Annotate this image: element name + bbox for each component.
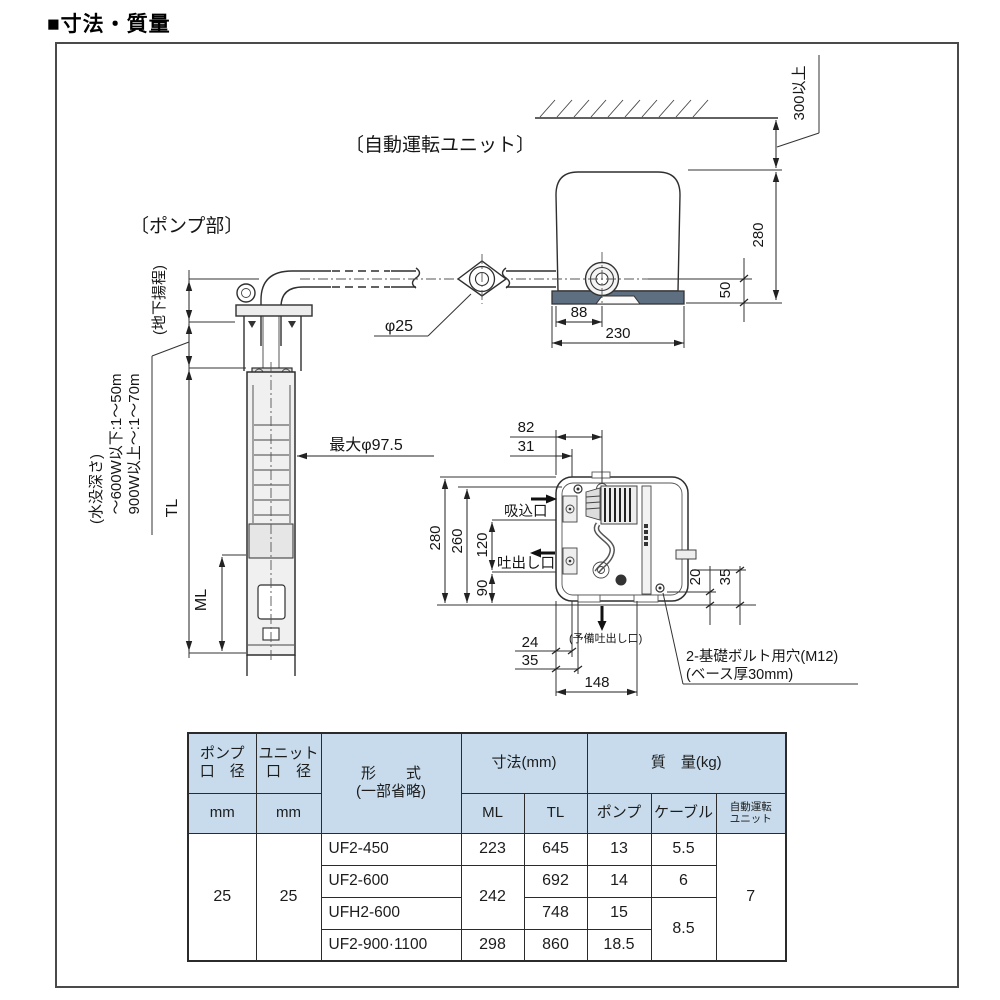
underground-head-label: (地下揚程) [151,265,168,335]
cell-tl: 748 [523,896,588,930]
header-pump-bore: ポンプ 口 径 [187,732,257,794]
dim-230: 230 [605,325,630,342]
cell-pump-bore: 25 [187,832,257,962]
submersion-range-low: ～600W以下:1～50m [108,374,125,515]
header-ml: ML [460,792,525,834]
dim-35-bottom: 35 [522,652,539,669]
header-unit-bore-unit: mm [255,792,322,834]
header-unit-bore-line1: ユニット [258,744,319,762]
header-unit-bore-line2: 口 径 [265,763,311,781]
header-mass-group: 質 量(kg) [586,732,787,794]
auto-unit-top-view: 82 31 280 260 120 90 吸込口 吐出し口 [427,419,858,696]
header-auto-unit-mass: 自動運転 ユニット [715,792,787,834]
discharge-port-label: 吐出し口 [497,555,555,572]
header-auto-unit-line1: 自動運転 [729,800,772,813]
dim-31: 31 [518,438,535,455]
cell-cable-mass: 5.5 [650,832,717,866]
dim-82: 82 [518,419,535,436]
bolt-note-line1: 2-基礎ボルト用穴(M12) [686,648,838,665]
header-pump-bore-line2: 口 径 [199,763,245,781]
pipe-diameter-label: φ25 [385,318,413,335]
cell-cable-mass: 8.5 [650,896,717,962]
cell-auto-unit-mass: 7 [715,832,787,962]
header-dims-group: 寸法(mm) [460,732,588,794]
table-row: UF2-600 242 692 14 6 [188,864,786,930]
header-unit-bore: ユニット 口 径 [255,732,322,794]
top-dim-280: 280 [427,525,444,550]
spare-discharge-label: (予備吐出し口) [569,631,642,645]
cell-tl: 860 [523,928,588,962]
cell-ml: 223 [460,832,525,866]
tl-dim-label: TL [164,499,181,518]
header-auto-unit-line2: ユニット [729,813,772,825]
pump-side-view: 〔ポンプ部〕 [88,215,434,676]
unit-base-dim: 50 [717,282,734,299]
pump-section-label: 〔ポンプ部〕 [130,215,243,237]
page-title: ■寸法・質量 [47,13,171,36]
header-pump-bore-line1: ポンプ [199,744,245,762]
header-cable-mass: ケーブル [650,792,717,834]
cell-pump-mass: 13 [586,832,652,866]
top-dim-260: 260 [449,528,466,553]
header-pump-mass: ポンプ [586,792,652,834]
table-row: 25 25 UF2-450 223 645 13 5.5 7 [187,832,787,962]
cell-ml: 242 [460,864,525,930]
clearance-dim: 300以上 [791,65,808,120]
submersion-depth-label: (水没深さ) [88,454,105,524]
table-row: UFH2-600 748 15 8.5 [188,896,786,962]
cell-model: UF2-450 [320,832,462,866]
suction-port-label: 吸込口 [504,503,548,520]
cell-pump-mass: 15 [586,896,652,930]
spec-table: ポンプ 口 径 ユニット 口 径 形 式 (一部省略) 寸法(mm) 質 量(k… [187,732,787,962]
cell-model: UFH2-600 [320,896,462,930]
cell-cable-mass: 6 [650,864,717,898]
table-row: UF2-900·1100 298 860 18.5 [188,928,786,962]
bolt-note-line2: (ベース厚30mm) [686,667,793,683]
submersion-range-high: 900W以上～:1～70m [126,374,143,515]
dim-88: 88 [571,304,588,321]
ceiling-hatch: 300以上 [535,55,820,168]
cell-pump-mass: 18.5 [586,928,652,962]
header-model: 形 式 (一部省略) [320,732,462,834]
max-diameter-label: 最大φ97.5 [329,436,403,454]
unit-height-dim: 280 [750,222,767,247]
cell-tl: 645 [523,832,588,866]
header-model-line2: (一部省略) [356,783,426,801]
auto-unit-side-view: 〔自動運転ユニット〕 280 50 88 2 [345,134,782,348]
cell-pump-mass: 14 [586,864,652,898]
dim-24: 24 [522,634,539,651]
discharge-piping: φ25 [260,254,648,346]
cell-ml: 298 [460,928,525,962]
dim-20: 20 [687,569,704,586]
cell-tl: 692 [523,864,588,898]
auto-unit-label: 〔自動運転ユニット〕 [345,134,535,156]
dim-35-right: 35 [717,569,734,586]
cell-unit-bore: 25 [255,832,322,962]
header-pump-bore-unit: mm [187,792,257,834]
header-model-line1: 形 式 [360,764,421,782]
cell-model: UF2-900·1100 [320,928,462,962]
cell-model: UF2-600 [320,864,462,898]
dim-148: 148 [584,674,609,691]
top-dim-120: 120 [474,532,491,557]
top-dim-90: 90 [474,580,491,597]
ml-dim-label: ML [193,589,210,611]
header-tl: TL [523,792,588,834]
